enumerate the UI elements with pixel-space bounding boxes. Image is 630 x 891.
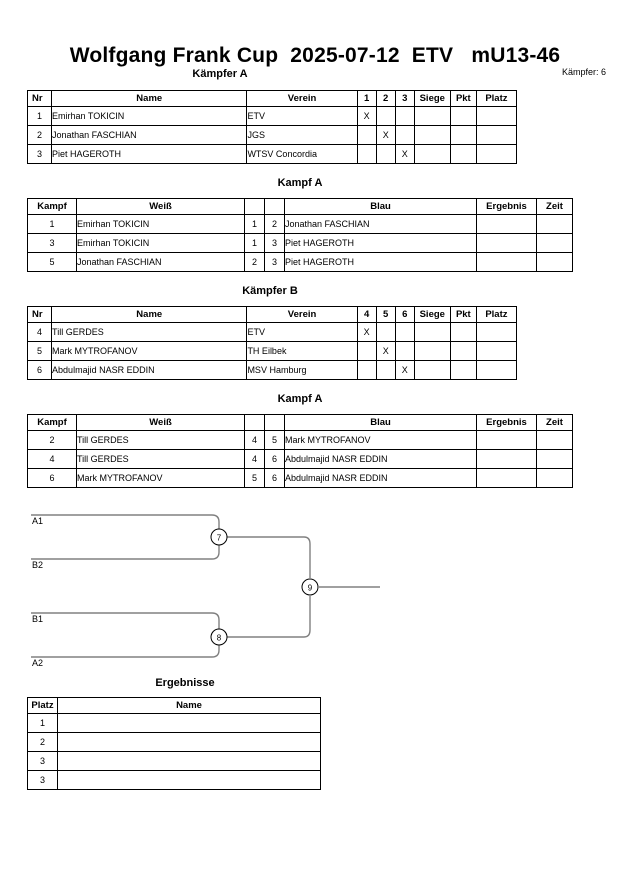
table-row: 1 Emirhan TOKICIN ETV X — [26, 106, 518, 126]
table-row: 5 Jonathan FASCHIAN 2 3 Piet HAGEROTH — [27, 252, 573, 272]
cell-zeit — [536, 252, 573, 272]
table-row: 2 Till GERDES 4 5 Mark MYTROFANOV — [27, 430, 573, 450]
cell-name: Piet HAGEROTH — [51, 144, 248, 164]
cell-weiss: Jonathan FASCHIAN — [76, 252, 245, 272]
bracket-line-b2 — [31, 541, 220, 560]
bracket-line-a1 — [31, 514, 220, 533]
cell-blau: Abdulmajid NASR EDDIN — [284, 468, 477, 488]
cell-verein: MSV Hamburg — [246, 360, 358, 380]
bracket-node-8-circle — [210, 628, 228, 646]
cell-name: Abdulmajid NASR EDDIN — [51, 360, 248, 380]
table-row: 3 Piet HAGEROTH WTSV Concordia X — [26, 144, 518, 164]
pool-a-table: Nr Name Verein 1 2 3 Siege Pkt Platz 1 E… — [26, 90, 518, 164]
section-heading-kaempfer-a: Kämpfer A — [192, 68, 248, 80]
cell-name — [57, 751, 321, 771]
table-row: 3 Emirhan TOKICIN 1 3 Piet HAGEROTH — [27, 233, 573, 253]
cell-name — [57, 713, 321, 733]
cell-platz: 3 — [27, 770, 58, 790]
table-row: 4 Till GERDES 4 6 Abdulmajid NASR EDDIN — [27, 449, 573, 469]
cell-platz — [475, 360, 518, 380]
section-heading-ergebnisse: Ergebnisse — [155, 677, 215, 689]
bracket-seed-a1: A1 — [32, 516, 44, 526]
bracket-seed-b1: B1 — [32, 614, 44, 624]
matches-a-table: Kampf Weiß Blau Ergebnis Zeit 1 Emirhan … — [27, 198, 573, 272]
bracket-seed-b2: B2 — [32, 560, 44, 570]
table-row: 3 — [27, 751, 321, 771]
cell-blau: Piet HAGEROTH — [284, 252, 477, 272]
cell-platz — [475, 144, 518, 164]
table-row: 3 — [27, 770, 321, 790]
bracket-line-b1 — [31, 612, 220, 629]
cell-name — [57, 770, 321, 790]
fighter-count-label: Kämpfer: 6 — [561, 67, 606, 77]
cell-verein: WTSV Concordia — [246, 144, 358, 164]
bracket-node-7-circle — [210, 528, 228, 546]
matches-b-table: Kampf Weiß Blau Ergebnis Zeit 2 Till GER… — [27, 414, 573, 488]
results-table: Platz Name 1 2 3 3 — [27, 697, 321, 790]
section-heading-kaempfer-b: Kämpfer B — [242, 285, 298, 297]
section-heading-kampf-a-1: Kampf A — [277, 177, 323, 189]
col-name: Name — [57, 697, 321, 714]
bracket-node-9-circle — [301, 578, 319, 596]
cell-platz: 3 — [27, 751, 58, 771]
table-row: 5 Mark MYTROFANOV TH Eilbek X — [26, 341, 518, 361]
cell-platz: 1 — [27, 713, 58, 733]
cell-m3: X — [394, 144, 415, 164]
bracket-node-7-label: 7 — [217, 534, 222, 543]
table-row: 1 Emirhan TOKICIN 1 2 Jonathan FASCHIAN — [27, 214, 573, 234]
bracket-line-sf7-to-final — [227, 536, 311, 578]
table-row: 6 Mark MYTROFANOV 5 6 Abdulmajid NASR ED… — [27, 468, 573, 488]
page-title: Wolfgang Frank Cup 2025-07-12 ETV mU13-4… — [69, 44, 561, 67]
table-row: 1 — [27, 713, 321, 733]
cell-platz: 2 — [27, 732, 58, 752]
table-header-row: Platz Name — [27, 697, 321, 714]
bracket-line-a2 — [31, 645, 220, 658]
bracket-line-sf8-to-final — [227, 596, 311, 638]
table-row: 6 Abdulmajid NASR EDDIN MSV Hamburg X — [26, 360, 518, 380]
table-header-row: Kampf Weiß Blau Ergebnis Zeit — [27, 198, 573, 215]
cell-zeit — [536, 468, 573, 488]
table-header-row: Kampf Weiß Blau Ergebnis Zeit — [27, 414, 573, 431]
table-header-row: Nr Name Verein 1 2 3 Siege Pkt Platz — [26, 90, 518, 107]
cell-verein: ETV — [246, 322, 358, 342]
section-heading-kampf-a-2: Kampf A — [277, 393, 323, 405]
bracket-node-8-label: 8 — [217, 634, 222, 643]
col-platz: Platz — [27, 697, 58, 714]
cell-kampf: 5 — [27, 252, 77, 272]
cell-name — [57, 732, 321, 752]
bracket-seed-a2: A2 — [32, 658, 44, 668]
bracket-node-9-label: 9 — [308, 584, 313, 593]
table-row: 2 — [27, 732, 321, 752]
pool-b-table: Nr Name Verein 4 5 6 Siege Pkt Platz 4 T… — [26, 306, 518, 380]
table-header-row: Nr Name Verein 4 5 6 Siege Pkt Platz — [26, 306, 518, 323]
table-row: 2 Jonathan FASCHIAN JGS X — [26, 125, 518, 145]
